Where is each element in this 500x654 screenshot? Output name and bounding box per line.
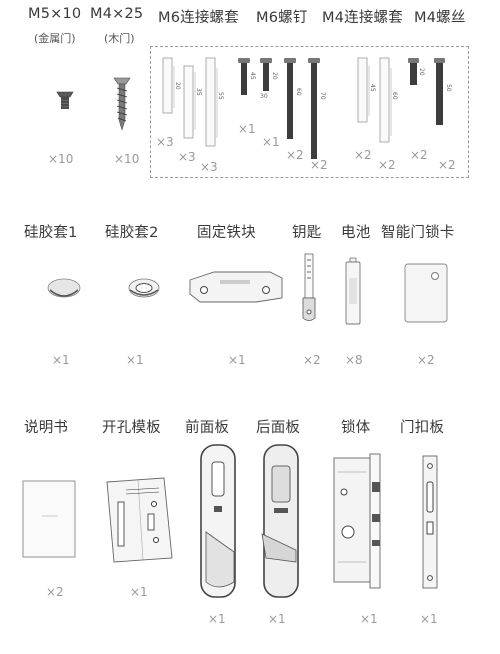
label-silicone-sleeve-1: 硅胶套1: [24, 225, 78, 241]
dim-60-icon: 60: [295, 88, 302, 96]
qty-m6-screw-3: ×2: [286, 148, 304, 162]
silicone-sleeve-2-icon: [128, 278, 160, 298]
sublabel-wood-door: (木门): [104, 32, 135, 45]
label-lock-body: 锁体: [341, 420, 371, 436]
label-back-panel: 后面板: [256, 420, 301, 436]
m4-screw-icons: 20 50: [408, 58, 452, 125]
qty-m4-screw-1: ×2: [410, 148, 428, 162]
qty-m6-screw-4: ×2: [310, 158, 328, 172]
label-m6-connect-sleeve: M6连接螺套: [158, 10, 239, 26]
label-silicone-sleeve-2: 硅胶套2: [105, 225, 159, 241]
qty-sleeve-3: ×3: [200, 160, 218, 174]
qty-back-panel: ×1: [268, 612, 286, 626]
m6-screw-icons: 45 20 30 60 70: [238, 58, 326, 159]
qty-iron-block: ×1: [228, 353, 246, 367]
qty-card: ×2: [417, 353, 435, 367]
dim-60b-icon: 60: [391, 92, 398, 100]
dim-55-icon: 55: [217, 92, 224, 100]
label-smart-lock-card: 智能门锁卡: [381, 225, 455, 241]
dim-70-icon: 70: [319, 92, 326, 100]
qty-front-panel: ×1: [208, 612, 226, 626]
qty-m5x10: ×10: [48, 152, 74, 166]
m4-connect-sleeve-icons: 45 60: [357, 57, 398, 143]
dim-30-icon: 30: [260, 93, 268, 100]
qty-lock-body: ×1: [360, 612, 378, 626]
sublabel-metal-door: (金属门): [34, 32, 76, 45]
smart-lock-card-icon: [404, 263, 448, 323]
dim-20c-icon: 20: [418, 68, 425, 76]
dim-50-icon: 50: [445, 84, 452, 92]
qty-sleeve-2: ×3: [178, 150, 196, 164]
fixing-iron-block-icon: [189, 271, 283, 303]
qty-m6-screw-1: ×1: [238, 122, 256, 136]
qty-m4-screw-2: ×2: [438, 158, 456, 172]
label-key: 钥匙: [292, 225, 322, 241]
qty-manual: ×2: [46, 585, 64, 599]
label-m4-connect-sleeve: M4连接螺套: [322, 10, 403, 26]
dim-20b-icon: 20: [271, 72, 278, 80]
dim-20-icon: 20: [174, 82, 181, 90]
front-panel-icon: [200, 444, 236, 598]
label-battery: 电池: [341, 225, 371, 241]
label-strike-plate: 门扣板: [400, 420, 445, 436]
label-fixing-iron-block: 固定铁块: [197, 225, 256, 241]
qty-m4-sleeve-2: ×2: [378, 158, 396, 172]
qty-drilling-template: ×1: [130, 585, 148, 599]
label-drilling-template: 开孔模板: [102, 420, 161, 436]
label-m4-screw: M4螺丝: [414, 10, 466, 26]
qty-sleeve-1: ×3: [156, 135, 174, 149]
dim-45-icon: 45: [249, 72, 256, 80]
qty-m4x25: ×10: [114, 152, 140, 166]
label-front-panel: 前面板: [185, 420, 230, 436]
qty-battery: ×8: [345, 353, 363, 367]
qty-silicone-1: ×1: [52, 353, 70, 367]
key-icon: [302, 253, 316, 321]
m6-connect-sleeve-icons: 20 35 55: [162, 57, 224, 147]
strike-plate-icon: [422, 455, 438, 589]
silicone-sleeve-1-icon: [47, 278, 81, 298]
qty-strike-plate: ×1: [420, 612, 438, 626]
qty-m4-sleeve-1: ×2: [354, 148, 372, 162]
qty-silicone-2: ×1: [126, 353, 144, 367]
label-m4x25-screw: M4×25: [90, 6, 144, 22]
m4x25-wood-screw-icon: [113, 77, 131, 131]
qty-m6-screw-2: ×1: [262, 135, 280, 149]
dim-35-icon: 35: [195, 88, 202, 96]
label-m5x10-screw: M5×10: [28, 6, 82, 22]
manual-icon: [22, 480, 76, 558]
dim-45b-icon: 45: [369, 84, 376, 92]
label-manual: 说明书: [24, 420, 69, 436]
battery-icon: [345, 257, 361, 325]
drilling-template-icon: [106, 477, 173, 563]
lock-body-icon: [333, 453, 381, 589]
m5x10-screw-icon: [56, 91, 74, 109]
back-panel-icon: [261, 444, 299, 598]
screw-kit-dashed-frame: [150, 46, 469, 178]
label-m6-screw: M6螺钉: [256, 10, 308, 26]
qty-key: ×2: [303, 353, 321, 367]
